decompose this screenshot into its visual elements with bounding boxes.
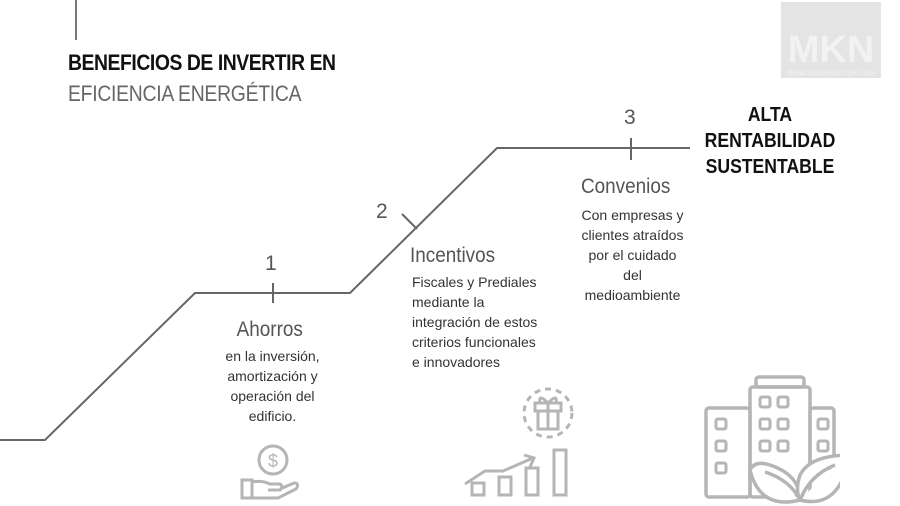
desc-line: medioambiente (584, 287, 681, 303)
step-2-heading: Incentivos (410, 244, 496, 267)
desc-line: del (623, 267, 642, 283)
desc-line: amortización y (227, 368, 318, 384)
accent-line (75, 0, 77, 40)
title-line-1: BENEFICIOS DE INVERTIR EN (68, 50, 336, 75)
desc-line: clientes atraídos (581, 227, 684, 243)
step-3-heading: Convenios (581, 175, 671, 198)
desc-line: Con empresas y (581, 207, 684, 223)
step-3-description: Con empresas y clientes atraídos por el … (570, 205, 695, 305)
final-line: SUSTENTABLE (705, 156, 835, 178)
step-3-number: 3 (624, 106, 636, 129)
tick-2 (401, 213, 418, 230)
desc-line: Fiscales y Prediales (412, 274, 537, 290)
step-1-number: 1 (265, 252, 277, 275)
building-leaf-icon (704, 375, 840, 504)
hand-coin-icon: $ (240, 444, 300, 500)
step-2-description: Fiscales y Prediales mediante la integra… (412, 272, 572, 372)
step-1-heading: Ahorros (236, 318, 303, 341)
desc-line: edificio. (248, 408, 297, 424)
desc-line: operación del (230, 388, 315, 404)
final-goal: ALTA RENTABILIDAD SUSTENTABLE (700, 102, 841, 180)
mkn-logo-icon: MKN MKNCONSTRUCTOR.COM (787, 29, 875, 77)
logo: MKN MKNCONSTRUCTOR.COM (781, 2, 881, 78)
step-2-number: 2 (376, 200, 388, 223)
svg-text:$: $ (268, 451, 278, 471)
desc-line: e innovadores (412, 354, 500, 370)
desc-line: mediante la (412, 294, 485, 310)
desc-line: por el cuidado (588, 247, 677, 263)
step-1-description: en la inversión, amortización y operació… (210, 346, 335, 426)
desc-line: criterios funcionales (412, 334, 536, 350)
svg-text:MKNCONSTRUCTOR.COM: MKNCONSTRUCTOR.COM (787, 70, 875, 77)
desc-line: en la inversión, (225, 348, 320, 364)
desc-line: integración de estos (412, 314, 538, 330)
final-line: ALTA (747, 104, 793, 126)
title-line-2: EFICIENCIA ENERGÉTICA (68, 81, 302, 106)
svg-text:MKN: MKN (788, 29, 875, 71)
growth-gift-icon (464, 387, 574, 497)
final-line: RENTABILIDAD (704, 130, 836, 152)
